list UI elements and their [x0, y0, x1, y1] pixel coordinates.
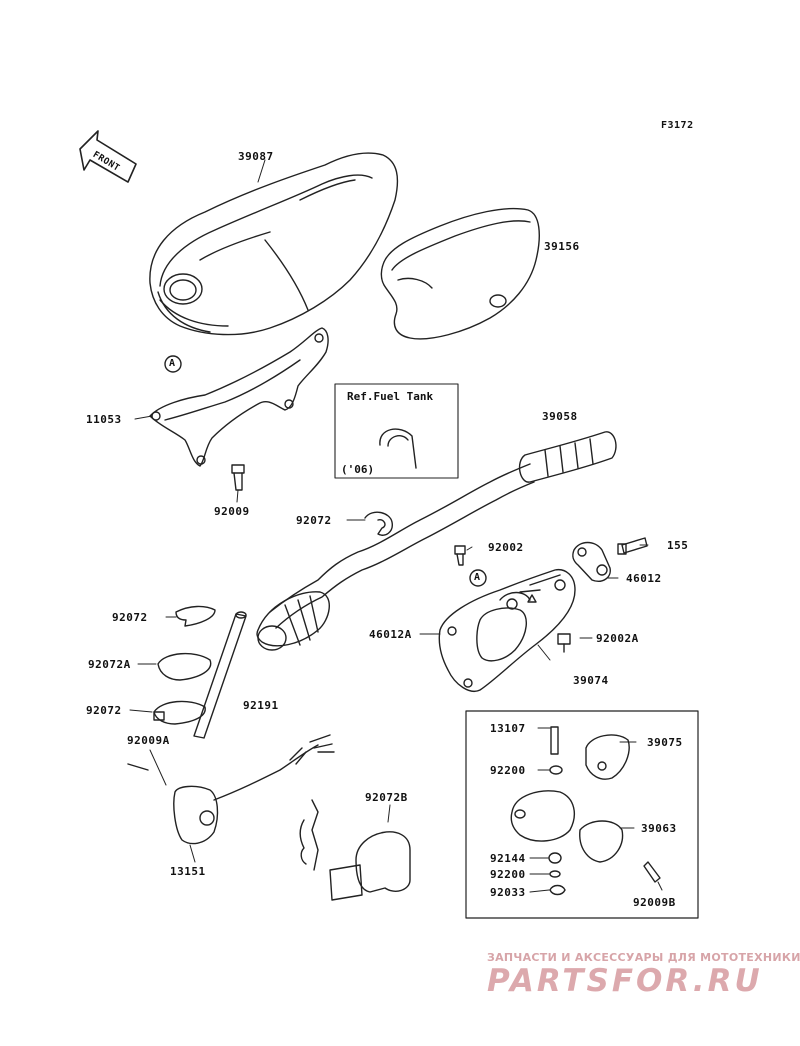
- reference-box-note: ('06): [341, 463, 375, 476]
- part-number: 92191: [243, 699, 279, 712]
- handlebar: [256, 431, 617, 651]
- callout-letter: A: [474, 572, 481, 583]
- seat: [380, 207, 540, 340]
- part-number: 92072: [296, 514, 332, 527]
- callout-marker: [164, 355, 182, 373]
- part-number: 39058: [542, 410, 578, 423]
- seat-bracket: [149, 327, 329, 467]
- band: [153, 700, 206, 725]
- bolt: [231, 464, 245, 491]
- seat-cover: [149, 152, 399, 336]
- bolt: [617, 537, 648, 555]
- part-number: 92002: [488, 541, 524, 554]
- part-number: 46012: [626, 572, 662, 585]
- handle-clamp: [438, 568, 576, 692]
- part-number: 92002A: [596, 632, 639, 645]
- part-number: 13107: [490, 722, 526, 735]
- part-number: 92144: [490, 852, 526, 865]
- part-number: 39074: [573, 674, 609, 687]
- leader-lines: [129, 159, 663, 893]
- tube: [193, 611, 247, 739]
- part-number: 39063: [641, 822, 677, 835]
- watermark-caption: ЗАПЧАСТИ И АКСЕССУАРЫ ДЛЯ МОТОТЕХНИКИ: [487, 951, 800, 964]
- switch: [127, 734, 335, 845]
- part-number: 92072A: [88, 658, 131, 671]
- part-number: 92072: [112, 611, 148, 624]
- reference-box: [334, 383, 459, 479]
- reference-box-title: Ref.Fuel Tank: [347, 390, 434, 403]
- band: [364, 511, 393, 536]
- callout-letter: A: [169, 358, 176, 369]
- part-number: 92200: [490, 868, 526, 881]
- bolt: [454, 545, 466, 566]
- clamp: [299, 799, 411, 901]
- upper-clamp: [572, 541, 611, 582]
- band: [175, 605, 216, 627]
- part-number: 92072: [86, 704, 122, 717]
- part-number: 92009: [214, 505, 250, 518]
- figure-code: F3172: [661, 120, 694, 131]
- part-number: 39087: [238, 150, 274, 163]
- part-number: 39075: [647, 736, 683, 749]
- part-number: 39156: [544, 240, 580, 253]
- part-number: 13151: [170, 865, 206, 878]
- part-number: 92033: [490, 886, 526, 899]
- part-number: 46012A: [369, 628, 412, 641]
- part-number: 92009B: [633, 896, 676, 909]
- detail-inset: [465, 710, 699, 919]
- bolt: [557, 633, 571, 653]
- callout-marker: [469, 569, 487, 587]
- front-arrow-icon: [79, 130, 137, 183]
- watermark-logo: PARTSFOR.RU: [487, 963, 763, 999]
- band: [157, 653, 212, 681]
- part-number: 92072B: [365, 791, 408, 804]
- part-number: 155: [667, 539, 689, 552]
- part-number: 92200: [490, 764, 526, 777]
- part-number: 11053: [86, 413, 122, 426]
- part-number: 92009A: [127, 734, 170, 747]
